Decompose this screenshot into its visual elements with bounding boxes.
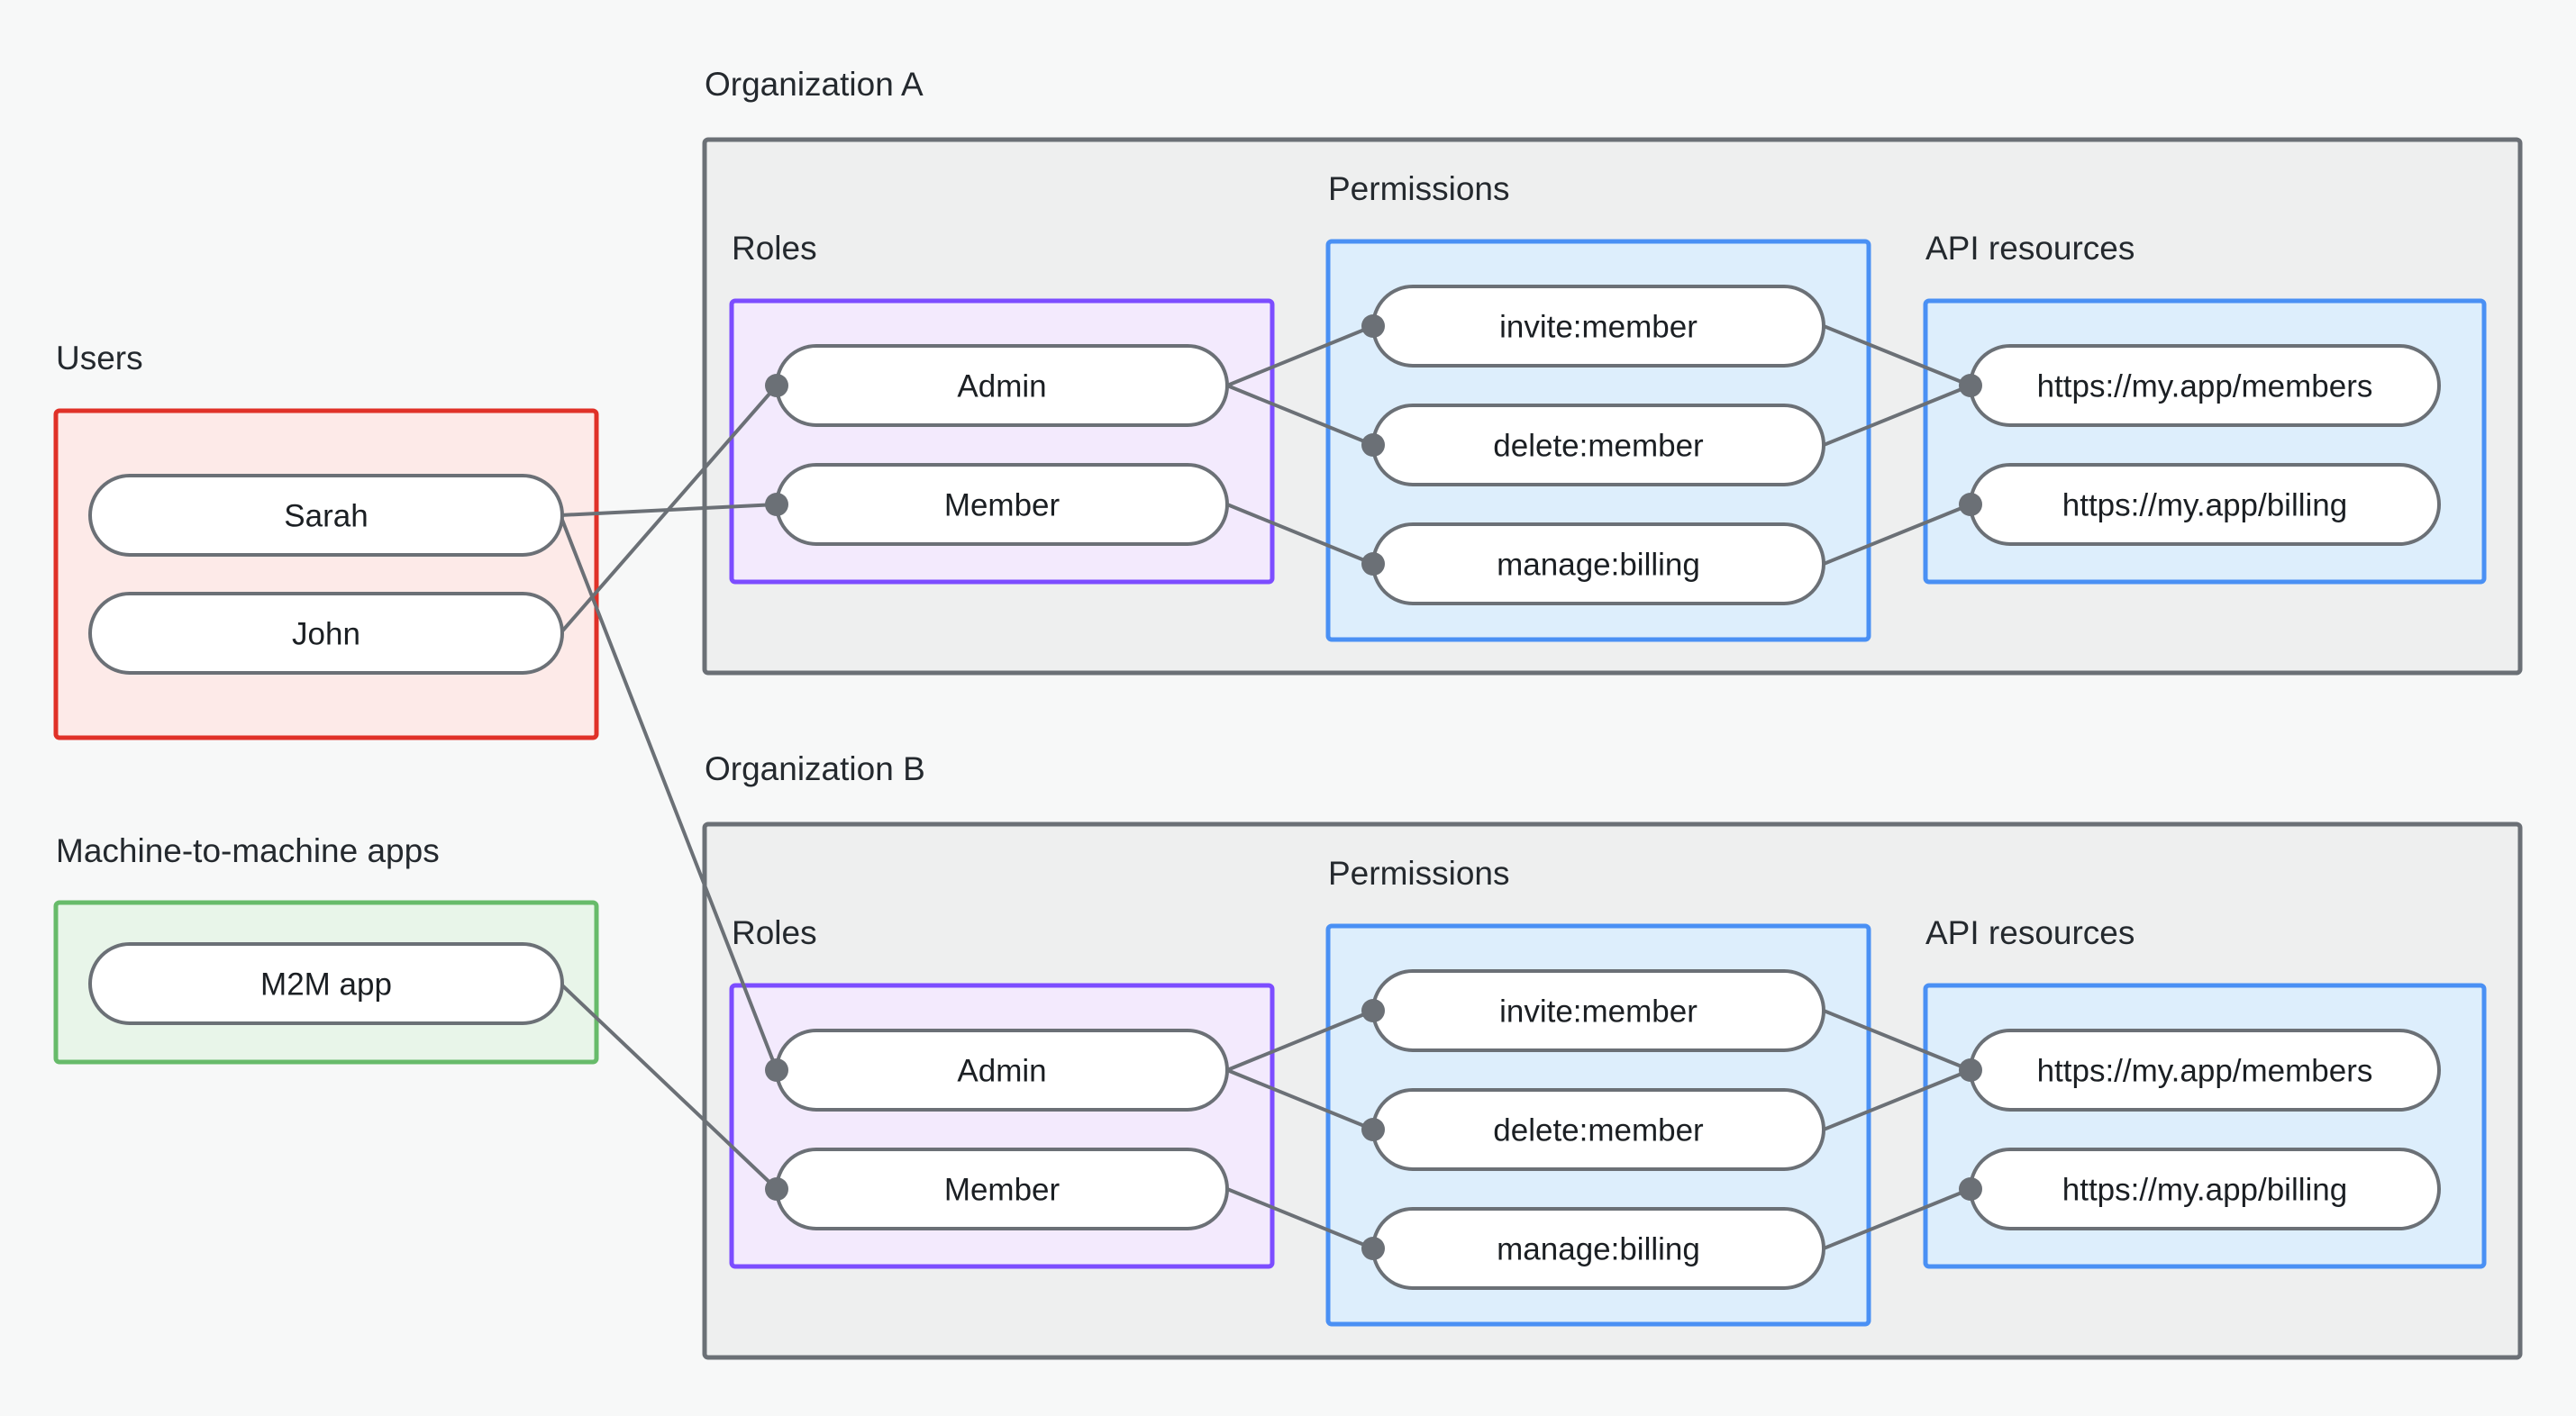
org-a-title: Organization A (705, 66, 924, 103)
org-a-api-title: API resources (1925, 230, 2135, 267)
users-title: Users (56, 340, 143, 377)
org-a-roles-title: Roles (732, 230, 817, 267)
org-a-permission-invite[interactable]: invite:member (1371, 285, 1825, 368)
user-node-sarah-label: Sarah (284, 499, 368, 534)
user-node-sarah[interactable]: Sarah (88, 474, 564, 557)
dot-org-a-delete-in (1361, 433, 1385, 457)
dot-org-a-billing-in (1959, 493, 1982, 516)
org-a-role-admin[interactable]: Admin (775, 344, 1229, 427)
org-b-role-admin-label: Admin (957, 1054, 1046, 1089)
org-b-role-member[interactable]: Member (775, 1148, 1229, 1230)
org-a-api-billing[interactable]: https://my.app/billing (1969, 463, 2441, 546)
dot-org-b-invite-in (1361, 999, 1385, 1022)
connector-layer (559, 324, 1971, 1250)
org-a-permission-delete-label: delete:member (1493, 429, 1704, 464)
org-a-permissions-title: Permissions (1328, 170, 1510, 207)
org-b-role-admin[interactable]: Admin (775, 1029, 1229, 1112)
dot-org-a-admin-in (765, 374, 788, 397)
edge-a-admin-invite (1226, 324, 1374, 387)
org-b-permission-manage[interactable]: manage:billing (1371, 1207, 1825, 1290)
edge-a-delete-members (1823, 384, 1971, 447)
org-a-permission-invite-label: invite:member (1499, 310, 1698, 345)
org-b-permission-delete-label: delete:member (1493, 1113, 1704, 1148)
edge-a-admin-delete (1226, 384, 1374, 447)
edge-a-manage-billing (1823, 503, 1971, 566)
org-b-permissions-title: Permissions (1328, 855, 1510, 892)
dot-org-a-member-in (765, 493, 788, 516)
org-a-permission-manage[interactable]: manage:billing (1371, 522, 1825, 605)
org-b-api-billing-label: https://my.app/billing (2062, 1173, 2347, 1208)
org-b-api-title: API resources (1925, 914, 2135, 951)
org-a-api-members[interactable]: https://my.app/members (1969, 344, 2441, 427)
edge-b-admin-invite (1226, 1009, 1374, 1072)
dot-org-b-manage-in (1361, 1237, 1385, 1260)
org-a-role-member-label: Member (944, 488, 1060, 523)
edge-b-member-manage (1226, 1187, 1374, 1250)
org-a-permission-delete[interactable]: delete:member (1371, 404, 1825, 486)
org-a-role-admin-label: Admin (957, 369, 1046, 404)
org-b-role-member-label: Member (944, 1173, 1060, 1208)
org-b-permission-manage-label: manage:billing (1497, 1232, 1700, 1267)
user-node-john[interactable]: John (88, 592, 564, 675)
endpoint-dots (765, 314, 1982, 1260)
org-a-permission-manage-label: manage:billing (1497, 548, 1700, 583)
org-b-api-members[interactable]: https://my.app/members (1969, 1029, 2441, 1112)
edge-b-admin-delete (1226, 1068, 1374, 1131)
dot-org-b-members-in (1959, 1058, 1982, 1082)
org-b-title: Organization B (705, 750, 925, 787)
org-a-api-members-label: https://my.app/members (2037, 369, 2373, 404)
org-b-api-members-label: https://my.app/members (2037, 1054, 2373, 1089)
dot-org-a-invite-in (1361, 314, 1385, 338)
org-b-roles-title: Roles (732, 914, 817, 951)
edge-m2m-member-b (559, 982, 778, 1191)
edge-b-manage-billing (1823, 1187, 1971, 1250)
users-container (53, 408, 599, 740)
dot-org-a-members-in (1959, 374, 1982, 397)
dot-org-a-manage-in (1361, 552, 1385, 576)
m2m-node-app[interactable]: M2M app (88, 942, 564, 1025)
dot-org-b-delete-in (1361, 1118, 1385, 1141)
dot-org-b-member-in (765, 1177, 788, 1201)
edge-b-delete-members (1823, 1068, 1971, 1131)
dot-org-b-admin-in (765, 1058, 788, 1082)
dot-org-b-billing-in (1959, 1177, 1982, 1201)
m2m-node-app-label: M2M app (260, 967, 392, 1003)
org-b-api-billing[interactable]: https://my.app/billing (1969, 1148, 2441, 1230)
org-b-permission-invite[interactable]: invite:member (1371, 969, 1825, 1052)
edge-a-member-manage (1226, 503, 1374, 566)
m2m-title: Machine-to-machine apps (56, 832, 440, 869)
org-a-role-member[interactable]: Member (775, 463, 1229, 546)
org-b-permission-invite-label: invite:member (1499, 994, 1698, 1030)
edge-john-admin-a (559, 384, 778, 635)
org-b-permission-delete[interactable]: delete:member (1371, 1088, 1825, 1171)
user-node-john-label: John (292, 617, 360, 652)
edge-a-invite-members (1823, 324, 1971, 387)
edge-sarah-admin-b (559, 514, 778, 1071)
edge-b-invite-members (1823, 1009, 1971, 1072)
org-a-api-billing-label: https://my.app/billing (2062, 488, 2347, 523)
